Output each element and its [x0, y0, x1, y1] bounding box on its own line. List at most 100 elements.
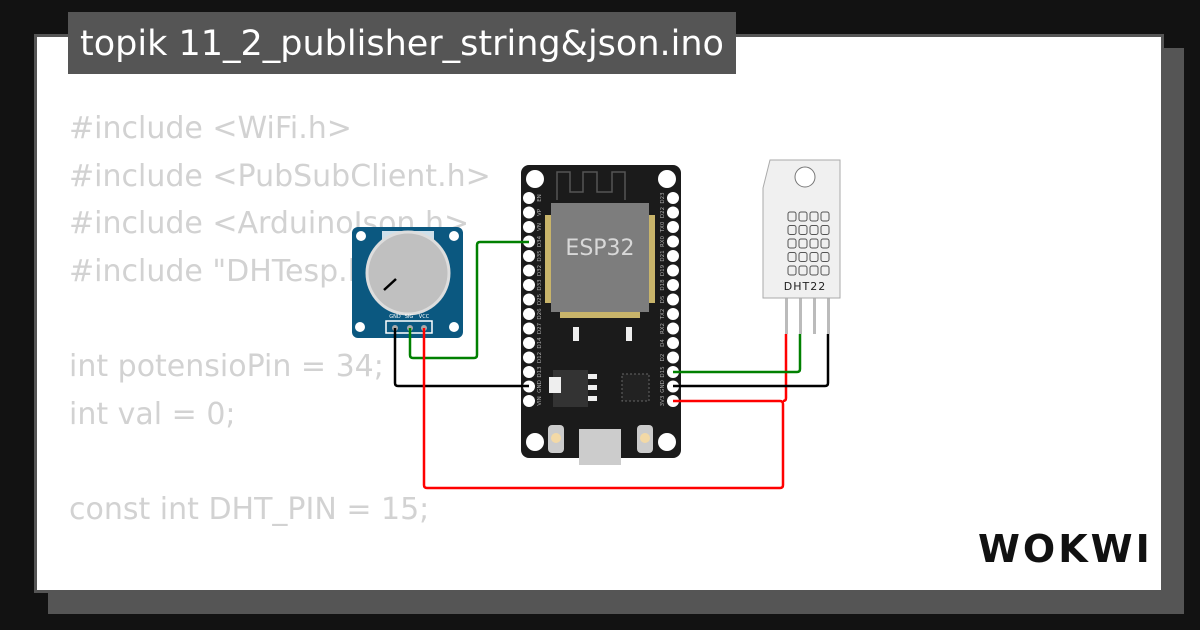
esp32-pin-label: D25	[537, 293, 543, 305]
esp32-pin-label: VP	[537, 208, 543, 216]
esp32-pin-label: GND	[537, 380, 543, 393]
pot-pin-label: GND	[389, 314, 401, 320]
esp32-pin-d13[interactable]	[523, 366, 535, 378]
esp32-pin-tx0[interactable]	[667, 221, 679, 233]
esp32-pin-rx0[interactable]	[667, 235, 679, 248]
dht-vent	[820, 225, 830, 235]
esp32-pin-label: VN	[537, 223, 543, 231]
code-line: #include <WiFi.h>	[69, 111, 352, 146]
esp32-pin-label: D35	[537, 250, 543, 262]
esp32-pin-label: GND	[660, 380, 666, 393]
esp32-label: ESP32	[565, 236, 634, 261]
esp32-pin-label: RX2	[660, 323, 666, 334]
wire-pot-vcc	[422, 328, 785, 490]
esp32-pin-d26[interactable]	[523, 308, 535, 320]
esp32-pin-d33[interactable]	[523, 279, 535, 291]
esp32-pin-rx2[interactable]	[667, 322, 679, 335]
project-title: topik 11_2_publisher_string&json.ino	[68, 12, 736, 74]
esp32-pin-d4[interactable]	[667, 337, 679, 349]
wokwi-logo: WOKWI	[978, 527, 1153, 571]
esp32-pin-label: VIN	[537, 396, 543, 406]
dht-vent	[787, 211, 797, 222]
wire-dht-vcc	[782, 334, 788, 403]
pot-pin-label: VCC	[419, 314, 430, 320]
esp32-pin-label: D19	[660, 264, 666, 276]
dht-vent	[798, 238, 808, 249]
dht-vent	[809, 225, 819, 235]
dht-vent	[820, 265, 830, 276]
dht22-label: DHT22	[784, 280, 826, 293]
esp32-pin-label: D32	[537, 265, 543, 276]
dht-vent	[798, 225, 808, 235]
code-line: int potensioPin = 34;	[69, 348, 384, 384]
dht-vent	[809, 238, 819, 249]
code-line: DHTesp dhtSensor;	[69, 581, 491, 590]
pot-pin-label: SIG	[405, 314, 414, 320]
esp32-pin-en[interactable]	[523, 192, 535, 204]
esp32-pin-d32[interactable]	[523, 264, 535, 277]
esp32-pin-label: EN	[537, 194, 543, 202]
pot-knob	[365, 230, 451, 316]
dht-vent	[787, 238, 797, 249]
dht-vent	[787, 225, 797, 235]
potentiometer[interactable]: GND SIG VCC	[352, 227, 463, 338]
esp32-pin-label: TX2	[660, 309, 666, 321]
code-line: int val = 0;	[69, 396, 236, 432]
esp32-pin-vin[interactable]	[523, 395, 535, 407]
wire-pot-gnd	[393, 328, 529, 388]
esp32-pin-label: D34	[537, 235, 543, 247]
esp32-pin-label: D18	[660, 279, 666, 291]
esp32-pin-d25[interactable]	[523, 293, 535, 306]
dht-vent	[820, 211, 830, 222]
esp32-pin-label: D23	[660, 192, 666, 204]
esp32-pin-d35[interactable]	[523, 250, 535, 262]
esp32-pin-label: TX0	[660, 221, 666, 233]
dht-vent	[820, 238, 830, 249]
esp32-pin-label: D21	[660, 250, 666, 261]
esp32-pin-tx2[interactable]	[667, 308, 679, 320]
dht-vent	[809, 252, 819, 262]
esp32-pin-vn[interactable]	[523, 221, 535, 233]
esp32-chip	[551, 203, 649, 312]
esp32-pin-label: D33	[537, 279, 543, 291]
esp32-pin-d5[interactable]	[667, 293, 679, 306]
esp32-pin-d22[interactable]	[667, 206, 679, 219]
dht-vent	[798, 252, 808, 262]
esp32-pin-label: D22	[660, 207, 666, 218]
esp32-pin-label: 3V3	[660, 395, 666, 406]
esp32-pin-d23[interactable]	[667, 192, 679, 204]
esp32-pin-d12[interactable]	[523, 351, 535, 364]
dht-vent	[820, 252, 830, 262]
esp32-pin-label: D27	[537, 322, 543, 334]
esp32-pin-d18[interactable]	[667, 279, 679, 291]
esp32-pin-label: D5	[660, 295, 666, 303]
wire-pot-sig-d34	[408, 240, 529, 360]
dht22-sensor[interactable]: DHT22	[762, 159, 841, 334]
esp32-pin-d14[interactable]	[523, 337, 535, 349]
dht-vent	[809, 211, 819, 222]
dht-vent	[809, 265, 819, 276]
esp32-pin-label: D14	[537, 337, 543, 349]
code-line: const int DHT_PIN = 15;	[69, 491, 430, 527]
esp32-pin-d27[interactable]	[523, 322, 535, 335]
esp32-pin-d21[interactable]	[667, 250, 679, 262]
esp32-pin-label: D4	[660, 339, 666, 347]
esp32-pin-label: D26	[537, 308, 543, 320]
wire-dht-gnd	[673, 334, 830, 388]
esp32-pin-label: D12	[537, 352, 543, 363]
esp32-pin-label: D2	[660, 354, 666, 362]
dht-vent	[787, 252, 797, 262]
esp32-pin-label: D15	[660, 366, 666, 378]
dht-vent	[798, 265, 808, 276]
code-line: #include <PubSubClient.h>	[69, 158, 491, 194]
esp32-pin-d2[interactable]	[667, 351, 679, 364]
dht-vent	[798, 211, 808, 222]
esp32-pin-vp[interactable]	[523, 206, 535, 219]
esp32-pin-label: D13	[537, 366, 543, 378]
esp32-board[interactable]: ESP32 ENVPVND34D35D32D33D25D26D27D14D12D…	[521, 165, 681, 465]
wire-dht-data-d15	[673, 334, 802, 374]
dht-vent	[787, 265, 797, 276]
esp32-pin-label: RX0	[660, 235, 666, 247]
esp32-pin-d19[interactable]	[667, 264, 679, 277]
